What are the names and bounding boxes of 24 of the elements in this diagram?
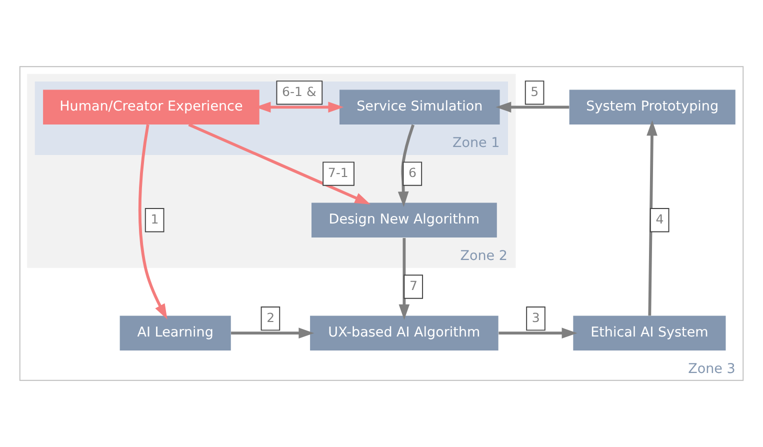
edge-label: 7-1 bbox=[328, 165, 348, 180]
node-box: Service Simulation bbox=[340, 90, 500, 125]
arrow bbox=[231, 328, 314, 339]
edge-label: 1 bbox=[150, 211, 159, 226]
arrow bbox=[498, 328, 578, 339]
edge-label: 6 bbox=[408, 165, 417, 180]
node-box: UX-based AI Algorithm bbox=[310, 316, 498, 350]
arrow bbox=[496, 102, 570, 113]
arrow bbox=[646, 120, 658, 316]
node-box: AI Learning bbox=[120, 316, 231, 350]
arrow bbox=[188, 123, 370, 204]
arrow bbox=[398, 124, 415, 208]
edge-label: 4 bbox=[656, 211, 664, 226]
edge-label: 3 bbox=[532, 310, 540, 325]
edge-label: 5 bbox=[530, 84, 539, 99]
node-box: Design New Algorithm bbox=[312, 202, 497, 238]
edge-label: 7 bbox=[410, 278, 418, 294]
node-box: System Prototyping bbox=[569, 90, 736, 125]
arrow bbox=[398, 238, 410, 320]
edge-label: 6-1 & bbox=[282, 84, 316, 99]
edge-label: 2 bbox=[266, 310, 275, 325]
arrow bbox=[138, 124, 168, 320]
node-box: Human/Creator Experience bbox=[43, 90, 260, 125]
node-box: Ethical AI System bbox=[573, 316, 726, 350]
